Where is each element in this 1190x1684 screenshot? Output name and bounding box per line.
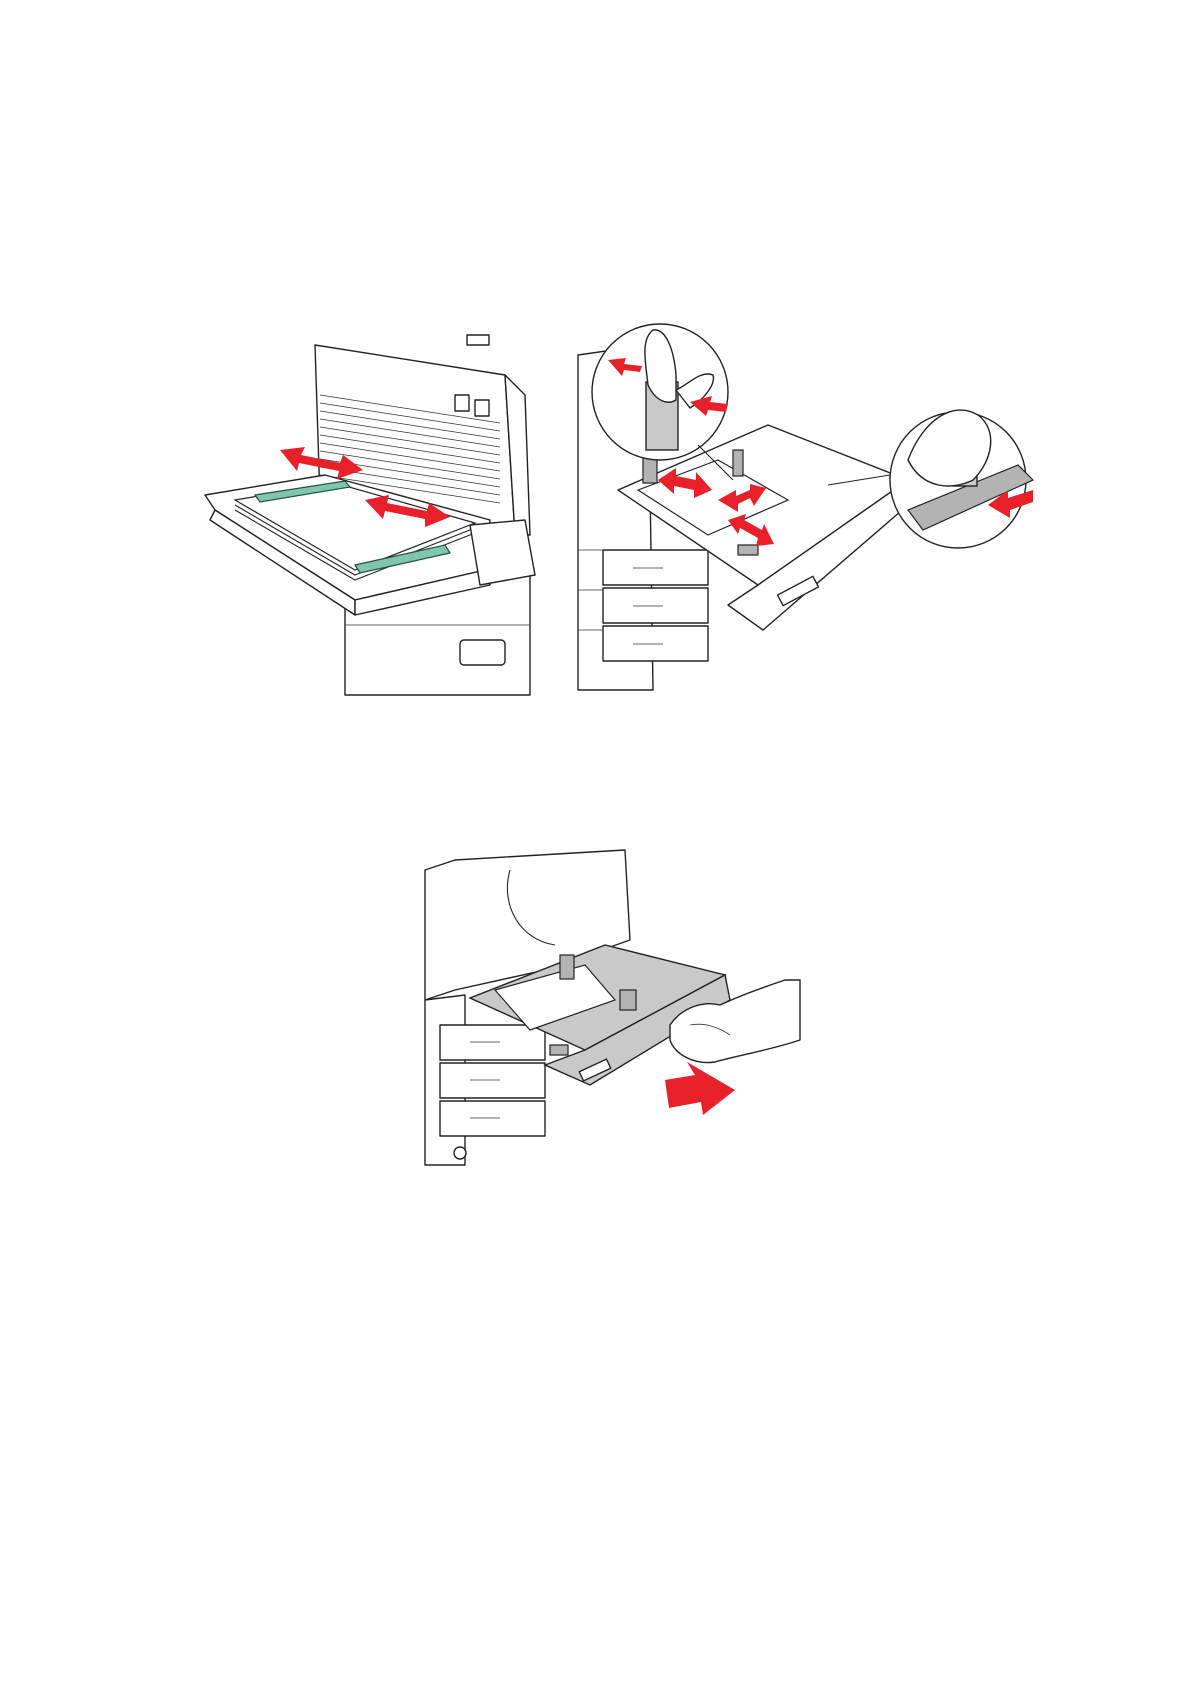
lower-drawers bbox=[440, 1025, 545, 1136]
door-latch-2 bbox=[475, 400, 489, 416]
drawer-stack bbox=[603, 550, 708, 661]
bypass-tray-illustration bbox=[205, 335, 570, 695]
insert-tray-drawing bbox=[425, 850, 800, 1165]
bypass-tray-drawing bbox=[205, 335, 570, 695]
push-arrow bbox=[665, 1062, 735, 1115]
door-latch bbox=[455, 395, 469, 411]
tray-guide-rear bbox=[560, 955, 574, 979]
cabinet-handle bbox=[460, 640, 505, 665]
tray-guides-drawing bbox=[578, 330, 1038, 690]
tray-hinge-housing bbox=[470, 520, 535, 585]
insert-tray-illustration bbox=[425, 850, 800, 1165]
inset-hand bbox=[908, 410, 991, 486]
top-tab bbox=[467, 335, 489, 345]
width-guide-right bbox=[733, 450, 743, 476]
tray-guides-illustration bbox=[578, 330, 1038, 690]
caster-wheel bbox=[454, 1147, 466, 1159]
tray-guide-front bbox=[550, 1045, 568, 1055]
tray-guide-side bbox=[620, 990, 636, 1010]
length-guide bbox=[738, 545, 758, 555]
